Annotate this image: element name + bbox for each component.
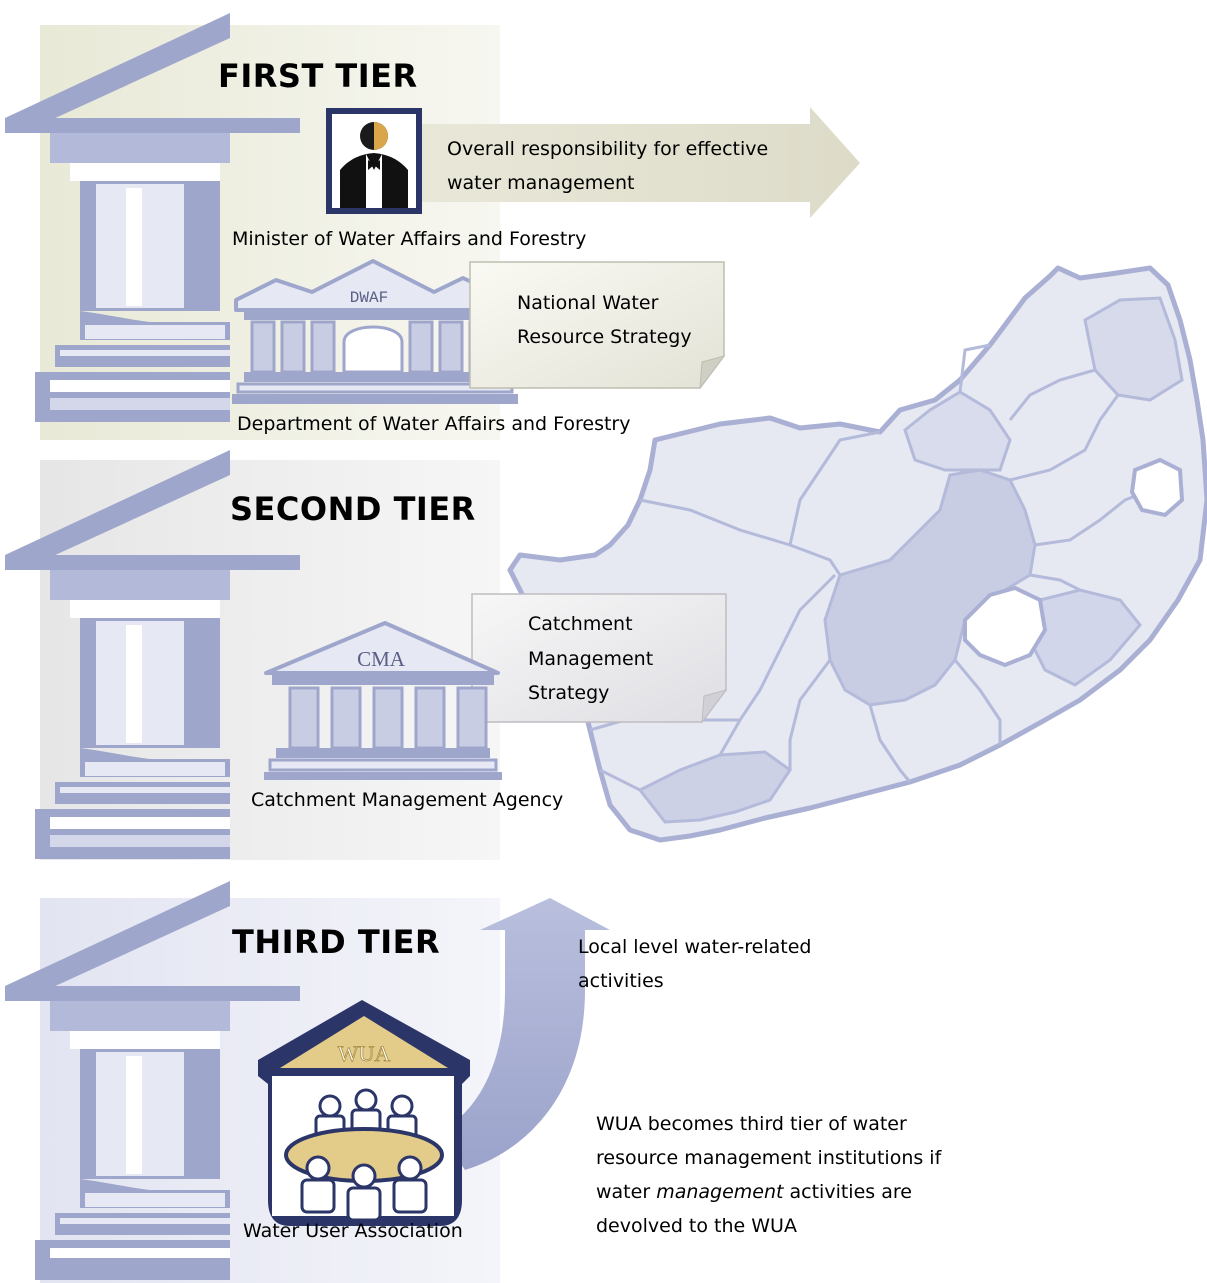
tier2-pillar-icon: [5, 450, 300, 859]
responsibility-text-line1: Overall responsibility for effective: [447, 138, 769, 160]
nwrs-text-line1: National Water: [517, 292, 659, 314]
responsibility-text-line2: water management: [447, 172, 635, 194]
nwrs-text-line2: Resource Strategy: [517, 326, 692, 348]
nwrs-document-icon: [469, 261, 726, 390]
wua-note-line3-emphasis: management: [656, 1181, 784, 1203]
dwaf-building-icon: [232, 259, 518, 404]
map-internal-borders: [589, 343, 1151, 792]
dwaf-sign-text: DWAF: [350, 289, 388, 307]
agency-label: Catchment Management Agency: [251, 789, 564, 811]
wua-note-line3-post: activities are: [783, 1181, 912, 1203]
map-lesotho: [963, 585, 1048, 668]
wua-label: Water User Association: [243, 1220, 463, 1242]
cma-building-icon: [264, 621, 502, 780]
minister-label: Minister of Water Affairs and Forestry: [232, 228, 587, 250]
map-region-north: [903, 390, 1012, 472]
local-activities-line1: Local level water-related: [578, 936, 812, 958]
tier3-pillar-icon: [5, 881, 300, 1280]
minister-portrait-icon: [326, 108, 422, 214]
department-label: Department of Water Affairs and Forestry: [237, 413, 631, 435]
third-tier-heading: THIRD TIER: [232, 923, 441, 961]
second-tier-heading: SECOND TIER: [230, 490, 476, 528]
wua-note-line2: resource management institutions if: [596, 1147, 942, 1169]
wua-note-line3-pre: water: [596, 1181, 657, 1203]
wua-note-line4: devolved to the WUA: [596, 1215, 797, 1237]
local-activities-arrow: [440, 898, 610, 1170]
responsibility-arrow: [420, 107, 860, 218]
local-activities-line2: activities: [578, 970, 664, 992]
wua-sign-text: WUA: [338, 1041, 391, 1066]
cms-text-line3: Strategy: [528, 682, 610, 704]
cms-text-line1: Catchment: [528, 613, 633, 635]
wua-note-line1: WUA becomes third tier of water: [596, 1113, 907, 1135]
map-region-south-west: [637, 750, 793, 824]
first-tier-heading: FIRST TIER: [218, 57, 418, 95]
cma-sign-text: CMA: [357, 647, 406, 671]
wua-group-icon: [258, 1000, 470, 1226]
map-region-east-coast: [1028, 588, 1142, 687]
map-swaziland: [1129, 457, 1185, 518]
map-region-north-east: [1083, 296, 1184, 402]
tier1-pillar-icon: [5, 13, 300, 422]
wua-note-line3: water management activities are: [596, 1175, 912, 1209]
cms-text-line2: Management: [528, 648, 654, 670]
